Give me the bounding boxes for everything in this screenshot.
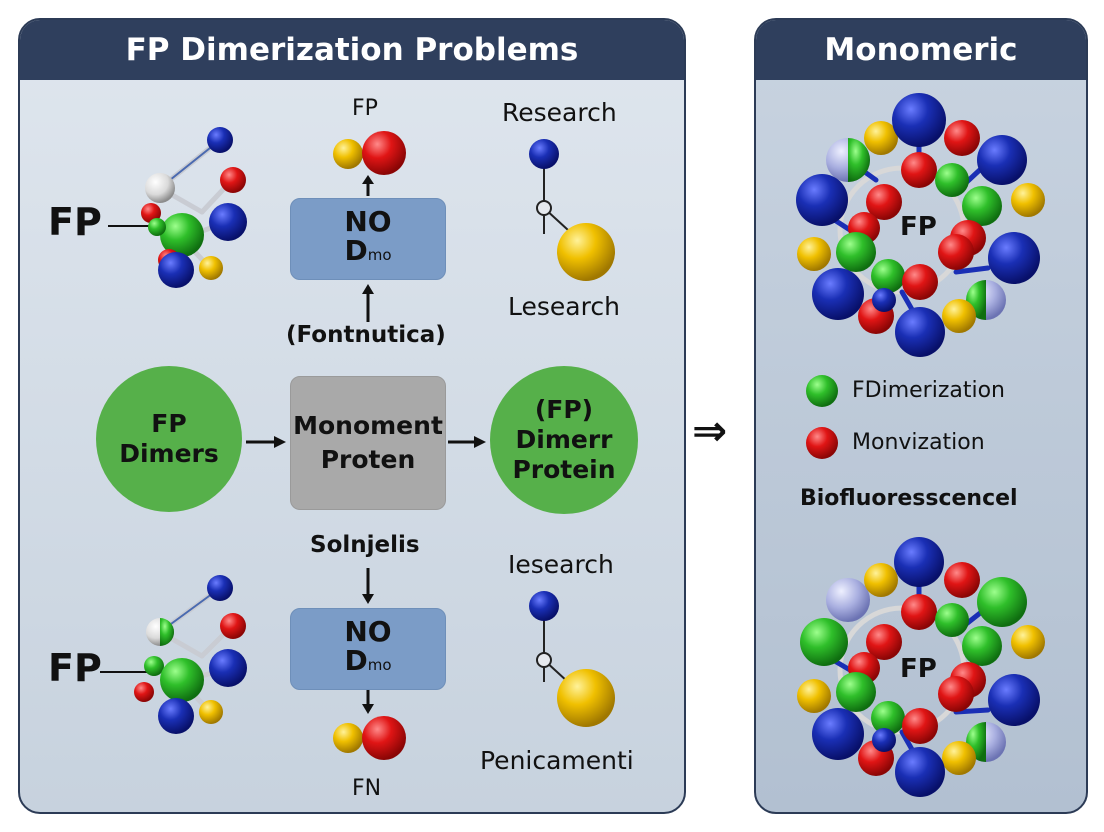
ring-bottom-label: FP (900, 654, 937, 684)
dimer-protein-line3: Protein (512, 455, 616, 484)
dimer-protein-line1: (FP) (534, 395, 594, 424)
fp-label-bottom: FP (48, 646, 102, 690)
top-box-line1: NO (344, 205, 392, 238)
fp-label-top: FP (48, 200, 102, 244)
top-box-caption: (Fontnutica) (286, 322, 446, 348)
top-no-box: NO Dmo (290, 198, 446, 280)
iesearch-label: Iesearch (508, 550, 614, 579)
ring-top-label: FP (900, 212, 937, 242)
fp-dimers-circle: FP Dimers (96, 366, 242, 512)
bottom-no-box: NO Dmo (290, 608, 446, 690)
monomeric-rings (796, 93, 1045, 797)
monomeric-panel: Monomeric (754, 18, 1088, 814)
right-panel-title: Monomeric (756, 20, 1086, 80)
research-top-label: Research (502, 98, 617, 127)
top-box-line2-sub: mo (367, 246, 392, 264)
bottom-box-line1: NO (344, 615, 392, 648)
monoment-line1: Monoment (293, 411, 443, 441)
bottom-box-line2-sub: mo (367, 656, 392, 674)
legend-label-fdimerization: FDimerization (852, 378, 1006, 403)
dimer-protein-circle: (FP) Dimerr Protein (490, 366, 638, 514)
fp-dimers-line1: FP (151, 409, 187, 438)
solnjelis-label: Solnjelis (310, 532, 420, 558)
fp-dimers-line2: Dimers (119, 439, 219, 468)
monoment-line2: Proten (320, 445, 416, 474)
top-box-line2: D (344, 234, 368, 267)
bottom-box-line2: D (344, 644, 368, 677)
legend-red-swatch-icon (806, 427, 838, 459)
bottom-pair-label: FN (352, 776, 382, 801)
biofluorescence-label: Biofluoresscencel (800, 486, 1018, 511)
top-pair-label: FP (352, 96, 378, 121)
dimer-protein-line2: Dimerr (515, 425, 613, 454)
legend-label-monvization: Monvization (852, 430, 985, 455)
molecule-top-left (100, 127, 615, 760)
left-panel-title: FP Dimerization Problems (20, 20, 684, 80)
transition-arrow-icon: ⇒ (692, 406, 728, 455)
dimerization-problems-panel: FP Dimerization Problems (18, 18, 686, 814)
legend-green-swatch-icon (806, 375, 838, 407)
monoment-proten-box: Monoment Proten (290, 376, 446, 510)
lesearch-label: Lesearch (508, 292, 620, 321)
penicamenti-label: Penicamenti (480, 746, 634, 775)
